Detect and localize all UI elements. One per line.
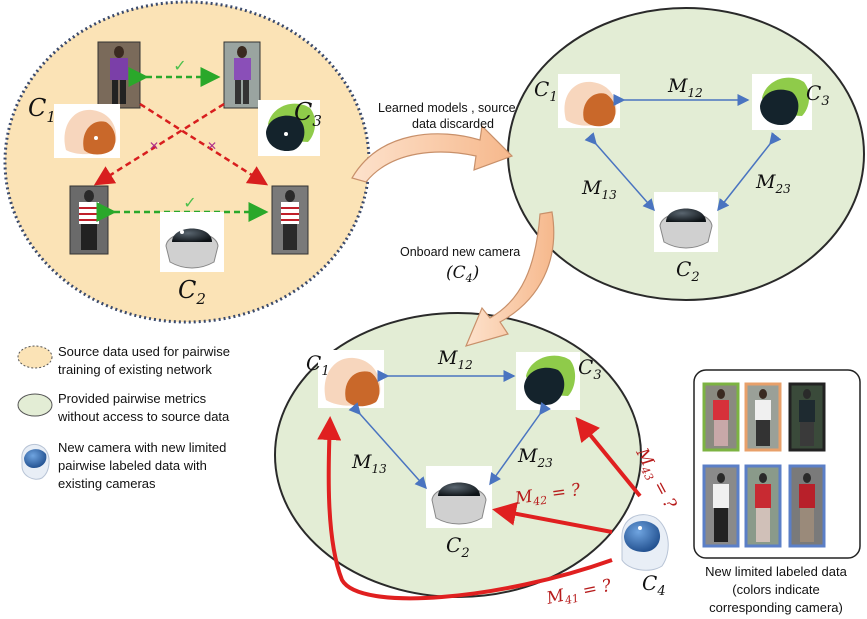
- legend-text-new-3: existing cameras: [58, 476, 156, 491]
- c3-label-expanded: C3: [578, 355, 602, 383]
- camera-icon-c3-trained: [752, 74, 812, 130]
- camera-icon-c1-source: [54, 104, 120, 158]
- metric-edge-13-expanded: [348, 402, 427, 490]
- legend-swatch-source: [17, 345, 53, 369]
- metric-edge-13-trained: [584, 132, 655, 212]
- cross-mark-right: ✕: [207, 139, 217, 153]
- legend-text-source-2: training of existing network: [58, 362, 212, 377]
- mismatch-arrow-a: [139, 102, 269, 186]
- onboard-caption: Onboard new camera: [400, 245, 520, 259]
- camera-icon-c3-expanded: [516, 352, 580, 410]
- person-thumb-bottom-right: [271, 185, 309, 255]
- legend-swatch-metrics: [17, 393, 53, 417]
- unknown-metric-arrow-42: [492, 501, 613, 534]
- transfer-arrow-top: [351, 124, 514, 183]
- c2-label-source: C2: [178, 276, 206, 308]
- person-thumb-top-right: [223, 41, 261, 109]
- cross-mark-left: ✕: [149, 139, 159, 153]
- m12-label-expanded: M12: [437, 347, 473, 372]
- c4-label: C4: [642, 571, 666, 599]
- metric-edge-23-expanded: [489, 401, 551, 486]
- camera-icon-c3-source: [258, 100, 320, 156]
- new-data-panel: [693, 369, 861, 559]
- c1-label-source: C1: [28, 94, 56, 126]
- new-data-caption-3: corresponding camera): [709, 600, 843, 615]
- m12-label-trained: M12: [667, 75, 703, 100]
- unknown-metric-arrow-43: [575, 416, 642, 498]
- m23-label-trained: M23: [755, 171, 791, 196]
- legend: Source data used for pairwise training o…: [17, 344, 230, 491]
- sample-thumb-blue-1: [702, 464, 740, 548]
- mismatch-arrow-b: [93, 102, 225, 186]
- sample-thumb-blue-2: [744, 464, 782, 548]
- unknown-metric-arrow-41: [317, 416, 613, 601]
- person-thumb-top-left: [97, 41, 141, 109]
- camera-icon-c1-trained: [558, 74, 620, 128]
- onboard-arrow: [464, 211, 555, 347]
- new-data-caption-2: (colors indicate: [732, 582, 819, 597]
- c1-label-trained: C1: [534, 77, 558, 105]
- m13-label-expanded: M13: [351, 451, 387, 476]
- check-mark-bottom: ✓: [183, 193, 196, 212]
- legend-text-new-2: pairwise labeled data with: [58, 458, 207, 473]
- c1-label-expanded: C1: [306, 351, 330, 379]
- camera-icon-c4-new: [621, 514, 669, 571]
- learned-models-caption: Learned models , source: [378, 101, 516, 115]
- m41-unknown-label: M41 = ?: [544, 576, 615, 612]
- c2-label-trained: C2: [676, 257, 700, 285]
- onboard-c4-label: (C4): [446, 263, 479, 285]
- sample-thumb-orange: [744, 382, 782, 452]
- source-data-ellipse: [3, 0, 371, 324]
- legend-text-metrics-1: Provided pairwise metrics: [58, 391, 207, 406]
- sample-thumb-blue-3: [788, 464, 826, 548]
- camera-icon-c2-expanded: [426, 466, 492, 528]
- legend-text-new-1: New camera with new limited: [58, 440, 226, 455]
- c3-label-source: C3: [294, 98, 322, 130]
- legend-text-metrics-2: without access to source data: [57, 409, 230, 424]
- legend-text-source-1: Source data used for pairwise: [58, 344, 230, 359]
- sample-thumb-black: [788, 382, 826, 452]
- camera-icon-c1-expanded: [318, 350, 384, 408]
- new-data-caption-1: New limited labeled data: [705, 564, 847, 579]
- person-thumb-bottom-left: [69, 185, 109, 255]
- camera-icon-c2-trained: [654, 192, 718, 252]
- learned-models-caption-2: data discarded: [412, 117, 494, 131]
- check-mark-top: ✓: [173, 56, 186, 75]
- legend-swatch-new-camera: [21, 444, 50, 480]
- m42-unknown-label: M42 = ?: [513, 480, 583, 511]
- c3-label-trained: C3: [806, 81, 830, 109]
- sample-thumb-green: [702, 382, 740, 452]
- m13-label-trained: M13: [581, 177, 617, 202]
- c2-label-expanded: C2: [446, 533, 470, 561]
- m23-label-expanded: M23: [517, 445, 553, 470]
- camera-icon-c2-source: [160, 212, 224, 272]
- metric-edge-23-trained: [717, 132, 782, 212]
